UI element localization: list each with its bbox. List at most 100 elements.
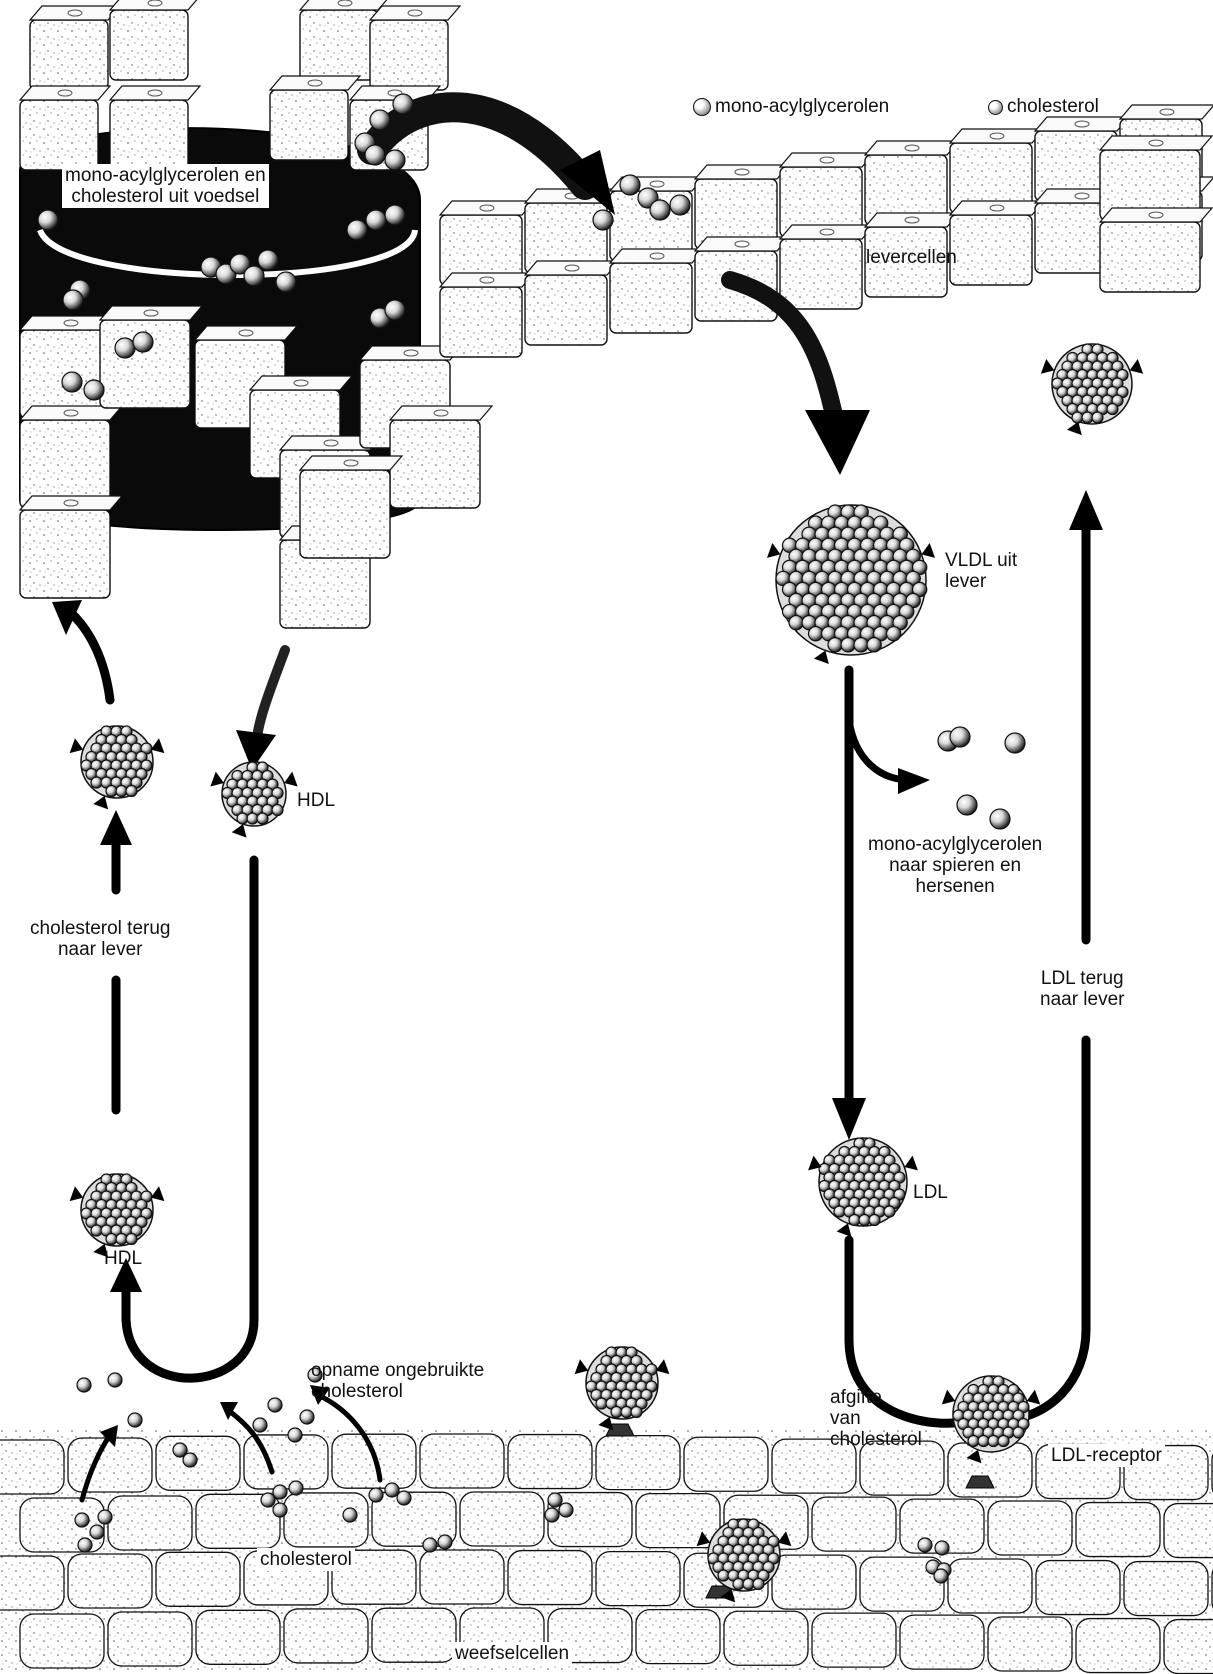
mono-acylglycerol-ball [63,290,83,310]
intestine-cell [20,406,122,508]
ldl-return-label: LDL terug naar lever [1040,968,1125,1010]
hdl-top-label: HDL [297,790,335,811]
tissue-cell [1036,1561,1120,1615]
cholesterol-ball [268,1398,282,1412]
cholesterol-ball [423,1538,437,1552]
mono-destination-line1: mono-acylglycerolen [868,834,1042,855]
cell-body [300,470,390,558]
intestine-cell [300,456,402,558]
tissue-cell [108,1496,192,1550]
mono-acylglycerol-ball [258,250,278,270]
intestine-cell [30,6,120,90]
particle-sphere [91,1225,102,1236]
ldl-particle-tissue [575,1347,670,1430]
cell-top [780,153,874,167]
tissue-cell [196,1610,280,1664]
mono-acylglycerol-ball [650,200,670,220]
particle-sphere [237,813,248,824]
cell-top [695,237,789,251]
intestine-label-line1: mono-acylglycerolen en [65,165,266,186]
intestine-cells [20,0,492,628]
liver-cell [610,249,704,333]
tissue-cell [20,1614,104,1668]
tissue-cell [1164,1504,1213,1558]
particle-sphere [126,786,137,797]
cholesterol-ball [548,1493,562,1507]
intestine-cell [110,0,200,80]
cell-top [1120,105,1213,119]
mono-acylglycerol-ball [950,727,970,747]
hdl-bottom-label: HDL [104,1248,142,1269]
apoprotein-marker [575,1359,589,1374]
cholesterol-ball [545,1508,559,1522]
cholesterol-ball [90,1525,104,1539]
particle-sphere [91,777,102,788]
vldl-to-ldl-arrowhead [832,1098,866,1140]
apoprotein-marker [93,796,108,810]
tissue-cell [1124,1562,1208,1616]
cholesterol-swatch-icon [988,100,1003,115]
cholesterol-ball [183,1453,197,1467]
mono-acylglycerol-ball [593,210,613,230]
particle-sphere [257,813,268,824]
tissue-cell [1076,1619,1160,1673]
cholesterol-ball [289,1481,303,1495]
mono-acylglycerol-ball [365,145,385,165]
ldl-return-line2: naar lever [1040,989,1125,1010]
legend-cholesterol: cholesterol [988,96,1099,118]
tissue-cell [1164,1620,1213,1674]
tissue-cell [1076,1503,1160,1557]
cell-top [250,376,352,390]
tissue-cell [156,1552,240,1606]
mono-acylglycerol-ball [366,210,386,230]
hdl-into-intestine-arrow [70,612,110,700]
tissue-cell [284,1609,368,1663]
mono-acylglycerol-ball [670,195,690,215]
tissue-cell [0,1440,64,1494]
particle-sphere [621,1407,632,1418]
tissue-cell [988,1501,1072,1555]
particle-sphere [247,813,258,824]
mono-acylglycerol-ball [276,272,296,292]
cell-body [440,287,522,357]
tissue-cell [724,1611,808,1665]
hdl-particle-top-left [70,726,165,809]
tissue-cell [420,1434,504,1488]
particle-sphere [1092,412,1103,423]
particle-sphere [272,805,283,816]
cell-top [20,496,122,510]
release-label-line3: cholesterol [830,1429,922,1450]
cholesterol-ball [78,1538,92,1552]
mono-acylglycerol-ball [393,94,413,114]
tissue-cell [596,1552,680,1606]
apoprotein-marker [921,543,935,558]
liver-cell [950,201,1044,285]
release-label-line1: afgifte [830,1387,922,1408]
mono-acylglycerol-ball [385,205,405,225]
particle-sphere [106,786,117,797]
intestine-cell [100,306,202,408]
mono-acylglycerol-ball [38,210,58,230]
mono-acylglycerol-ball [62,372,82,392]
cholesterol-ball [288,1428,302,1442]
cell-body [270,90,348,160]
hdl-to-liver-arrowhead [100,810,132,845]
cell-body [30,20,108,90]
cell-top [1035,117,1129,131]
mono-acylglycerol-ball [1005,733,1025,753]
particle-sphere [887,627,901,641]
mono-acylglycerol-ball [370,110,390,130]
liver-to-vldl-arrowhead [805,410,870,475]
tissue-cells-label: weefselcellen [452,1642,572,1665]
cholesterol-ball [75,1513,89,1527]
cholesterol-ball [77,1378,91,1392]
cell-body [110,100,188,170]
cholesterol-return-line1: cholesterol terug [30,918,170,939]
tissue-cell [948,1559,1032,1613]
ldl-return-curve [849,1040,1086,1423]
cell-top [300,0,390,10]
cholesterol-return-label: cholesterol terug naar lever [30,918,170,960]
mono-acylglycerol-ball [115,338,135,358]
cell-top [195,326,297,340]
apoprotein-marker [284,772,298,787]
